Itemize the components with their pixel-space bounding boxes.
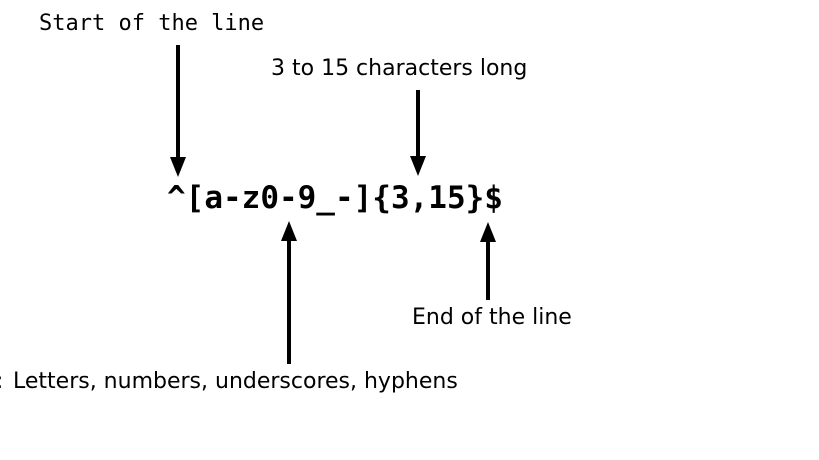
label-length-range: 3 to 15 characters long bbox=[271, 56, 528, 81]
arrow-end-of-the-line bbox=[480, 222, 496, 300]
arrow-start-of-the-line bbox=[170, 45, 186, 177]
regex-expression: ^[a-z0-9_-]{3,15}$ bbox=[167, 180, 503, 216]
label-end-of-the-line: End of the line bbox=[412, 305, 572, 330]
label-character-class: Letters, numbers, underscores, hyphens bbox=[13, 369, 458, 394]
arrow-length-range bbox=[410, 90, 426, 176]
clipped-edge-glyph: : bbox=[0, 371, 3, 393]
arrow-character-class bbox=[281, 221, 297, 364]
label-start-of-the-line: Start of the line bbox=[39, 11, 265, 36]
